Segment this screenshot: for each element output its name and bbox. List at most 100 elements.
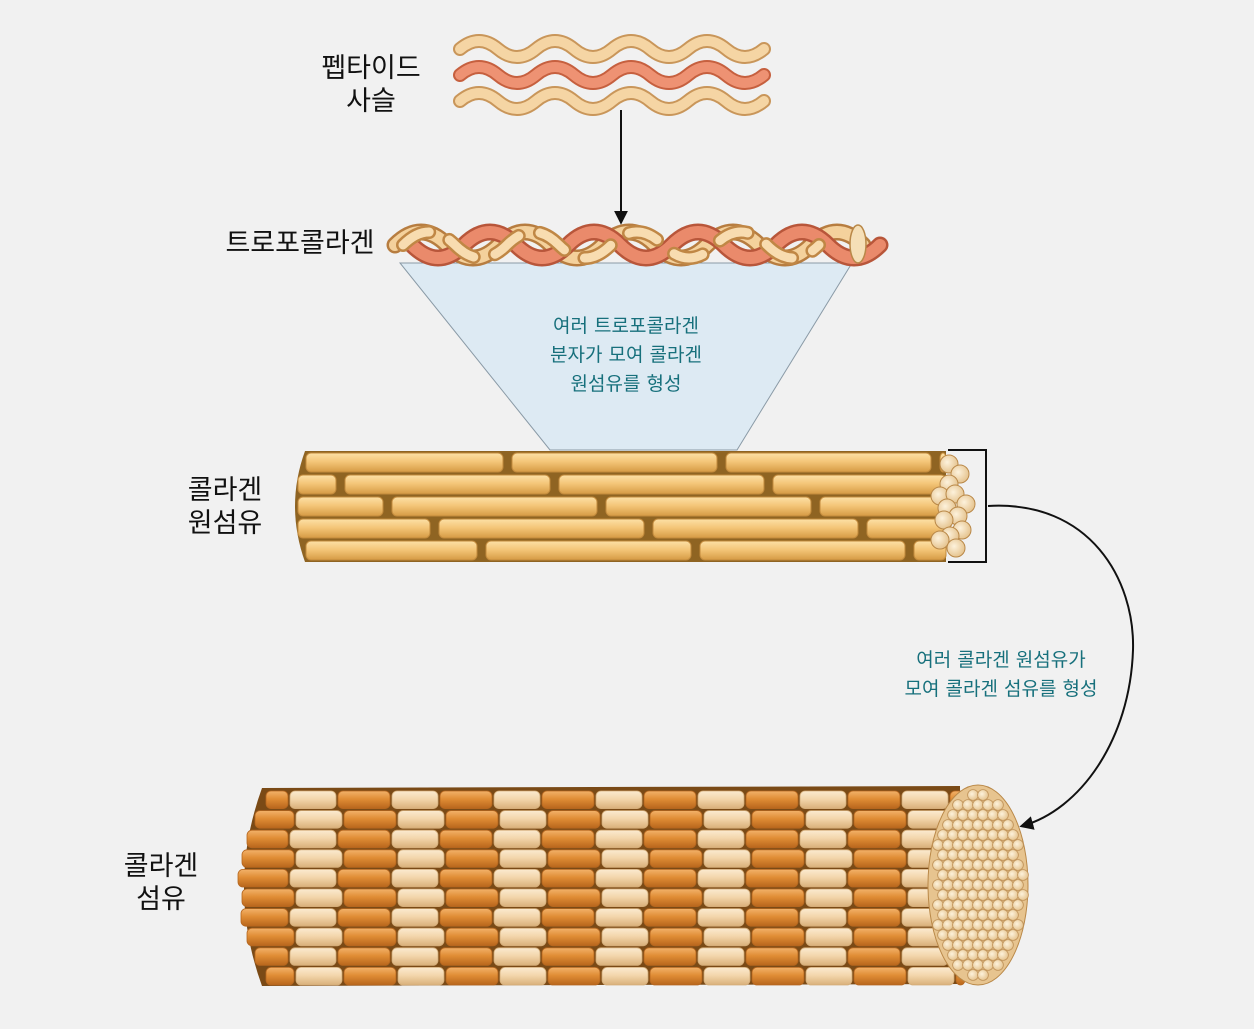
fibril-label-line-2: 원섬유 [187, 508, 263, 539]
fiber-rod-end [957, 869, 969, 881]
fiber-rod [751, 967, 805, 986]
fibril-formation-note: 여러 트로포콜라겐 분자가 모여 콜라겐 원섬유를 형성 [496, 312, 756, 399]
fiber-rod [847, 790, 901, 810]
fiber-rod-end [1007, 829, 1019, 841]
fiber-rod-end [967, 809, 979, 821]
fiber-rod [397, 888, 445, 908]
fiber-rod-end [952, 959, 964, 971]
fiber-rod [499, 888, 547, 908]
fiber-rod [391, 947, 439, 966]
fiber-rod-end [962, 899, 974, 911]
fiber-rod [397, 967, 445, 986]
peptide-chain-label: 펩타이드 사슬 [306, 52, 436, 118]
fiber-rod-end [1007, 849, 1019, 861]
fiber-rod-end [962, 859, 974, 871]
fiber-rod [337, 908, 391, 927]
fiber-rod-end [972, 919, 984, 931]
fiber-rod-end [997, 809, 1009, 821]
fiber-rod [343, 849, 397, 868]
fiber-rod [493, 947, 541, 966]
fibril-note-line-2: 분자가 모여 콜라겐 [550, 344, 702, 366]
fibril-rod [297, 474, 337, 495]
fiber-rod [265, 967, 295, 986]
peptide-chains [453, 34, 771, 116]
fiber-rod-end [1002, 939, 1014, 951]
fiber-rod-end [952, 879, 964, 891]
fiber-rod [601, 927, 649, 947]
fiber-rod [547, 967, 601, 986]
fiber-rod [601, 810, 649, 829]
fiber-rod-end [952, 859, 964, 871]
fiber-rod [649, 967, 703, 986]
fibril-rod [652, 518, 859, 539]
fiber-rod [595, 790, 643, 810]
fiber-rod [751, 888, 805, 908]
fiber-rod-end [967, 909, 979, 921]
fiber-rod-end [967, 789, 979, 801]
fiber-rod-end [1012, 839, 1024, 851]
fiber-rod [901, 790, 949, 810]
fiber-rod-end [962, 879, 974, 891]
fiber-rod-end [1007, 929, 1019, 941]
fiber-rod-end [942, 819, 954, 831]
fiber-rod [697, 908, 745, 927]
fiber-rod-end [1002, 879, 1014, 891]
fiber-rod [853, 810, 907, 829]
fiber-rod-end [997, 869, 1009, 881]
fiber-rod-end [1002, 839, 1014, 851]
fiber-rod-end [947, 869, 959, 881]
fiber-rod [805, 810, 853, 829]
fiber-rod-end [982, 819, 994, 831]
fiber-formation-note: 여러 콜라겐 원섬유가 모여 콜라겐 섬유를 형성 [866, 646, 1136, 704]
fiber-rod-end [952, 919, 964, 931]
fiber-rod [337, 869, 391, 888]
fiber-rod-end [952, 899, 964, 911]
fiber-rod [445, 810, 499, 829]
fiber-rod [643, 947, 697, 966]
fiber-rod [595, 869, 643, 888]
fiber-rod-end [992, 799, 1004, 811]
fiber-rod [847, 869, 901, 888]
fiber-rod [493, 790, 541, 810]
fiber-rod [295, 927, 343, 947]
fiber-rod-end [967, 949, 979, 961]
fiber-rod [493, 869, 541, 888]
collagen-fibril [295, 451, 976, 562]
fiber-rod-end [932, 879, 944, 891]
fiber-rod-end [987, 809, 999, 821]
fiber-rod [697, 947, 745, 966]
fiber-rod-end [957, 909, 969, 921]
fiber-rod [643, 790, 697, 810]
fiber-rod [847, 829, 901, 849]
fiber-rod-end [957, 929, 969, 941]
fiber-rod [541, 829, 595, 849]
fiber-rod [295, 849, 343, 868]
fiber-rod [805, 849, 853, 868]
fiber-rod-end [992, 839, 1004, 851]
fiber-rod-end [992, 959, 1004, 971]
fibril-rod-end [930, 530, 950, 550]
fiber-rod-end [957, 889, 969, 901]
fiber-rod [601, 967, 649, 986]
fiber-rod-end [972, 819, 984, 831]
fiber-rod [643, 829, 697, 849]
fiber-rod-end [982, 839, 994, 851]
fiber-rod [439, 829, 493, 849]
fiber-rod-end [942, 859, 954, 871]
fiber-rod-end [972, 939, 984, 951]
fiber-rod-end [957, 809, 969, 821]
fiber-rod-end [997, 889, 1009, 901]
fiber-rod-end [962, 939, 974, 951]
fiber-rod [805, 967, 853, 986]
fiber-rod [703, 967, 751, 986]
fiber-rod [703, 888, 751, 908]
fiber-rod-end [997, 929, 1009, 941]
fiber-rod [799, 908, 847, 927]
fibril-rod [297, 496, 384, 517]
fiber-rod [343, 927, 397, 947]
fiber-rod [445, 888, 499, 908]
fiber-rod [601, 849, 649, 868]
fiber-rod [241, 888, 295, 908]
fiber-rod [337, 947, 391, 966]
fiber-rod [439, 908, 493, 927]
